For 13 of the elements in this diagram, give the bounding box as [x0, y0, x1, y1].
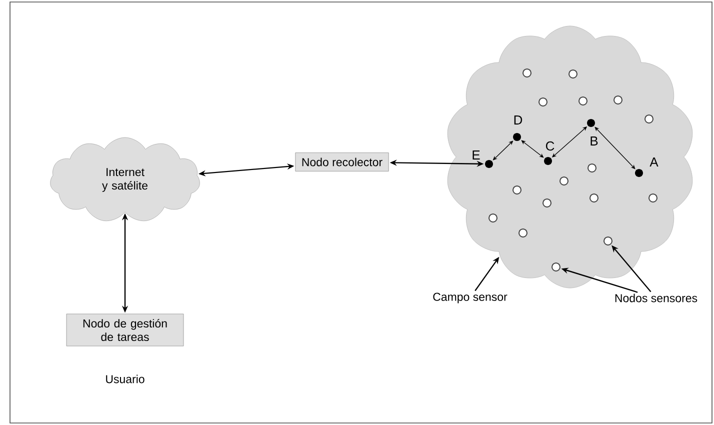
- cloud: Internet y satélite: [50, 137, 200, 222]
- node-letter: E: [472, 150, 480, 160]
- node-letter: B: [590, 136, 598, 146]
- callout-text: Nodos sensores: [615, 294, 698, 302]
- arrow: [521, 140, 544, 158]
- callout-text: Campo sensor: [433, 292, 508, 304]
- caption-text: Usuario: [106, 374, 144, 384]
- process-box: Nodo de gestión de tareas: [66, 314, 184, 346]
- sensor-field-cloud: [447, 26, 693, 288]
- node-letter: D: [514, 116, 522, 124]
- process-box: Nodo recolector: [295, 152, 389, 172]
- node-letter: A: [650, 158, 658, 166]
- node-letter: C: [546, 141, 554, 151]
